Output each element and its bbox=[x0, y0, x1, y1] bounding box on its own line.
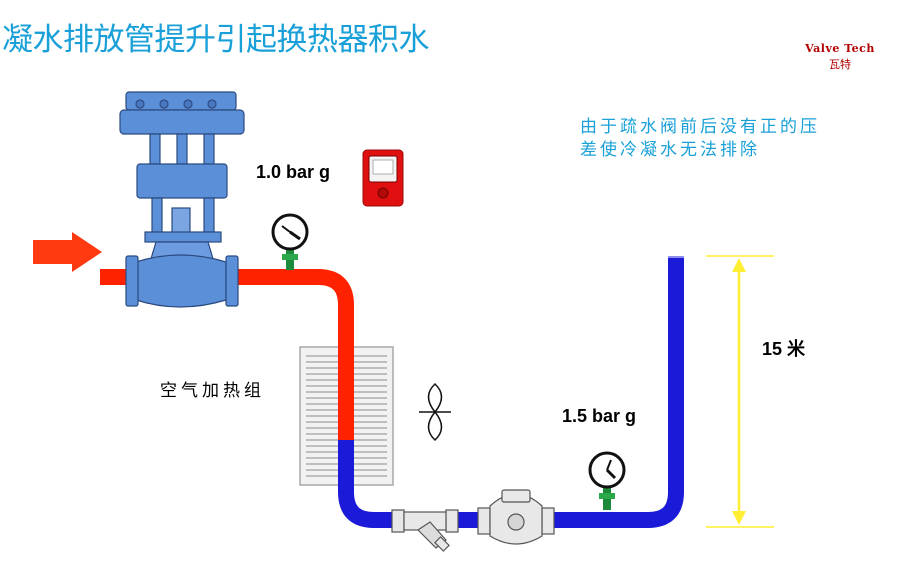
controller-icon bbox=[362, 149, 404, 207]
pressure-gauge-icon bbox=[588, 451, 626, 510]
note-line-1: 由于疏水阀前后没有正的压 bbox=[580, 117, 820, 137]
pressure-gauge-icon bbox=[271, 213, 309, 270]
pressure-label-outlet: 1.5 bar g bbox=[562, 406, 637, 426]
heater-label: 空气加热组 bbox=[160, 381, 265, 401]
height-marker bbox=[706, 255, 774, 528]
condensate-pipe bbox=[338, 257, 684, 528]
note-line-2: 差使冷凝水无法排除 bbox=[580, 140, 760, 160]
brand-name-en: Valve Tech bbox=[805, 42, 875, 55]
right-arrow-icon bbox=[33, 232, 102, 272]
fan-icon bbox=[419, 382, 451, 442]
steam-pipe bbox=[100, 269, 354, 440]
steam-trap bbox=[477, 489, 555, 545]
lift-height-label: 15 米 bbox=[762, 339, 806, 359]
page-title: 凝水排放管提升引起换热器积水 bbox=[2, 22, 430, 58]
explanation-note: 由于疏水阀前后没有正的压 差使冷凝水无法排除 bbox=[580, 116, 915, 162]
control-valve bbox=[119, 91, 245, 308]
brand-logo: Valve Tech 瓦特 bbox=[790, 42, 890, 72]
strainer bbox=[391, 509, 459, 552]
brand-name-cn: 瓦特 bbox=[829, 58, 851, 71]
pressure-label-inlet: 1.0 bar g bbox=[256, 162, 331, 182]
